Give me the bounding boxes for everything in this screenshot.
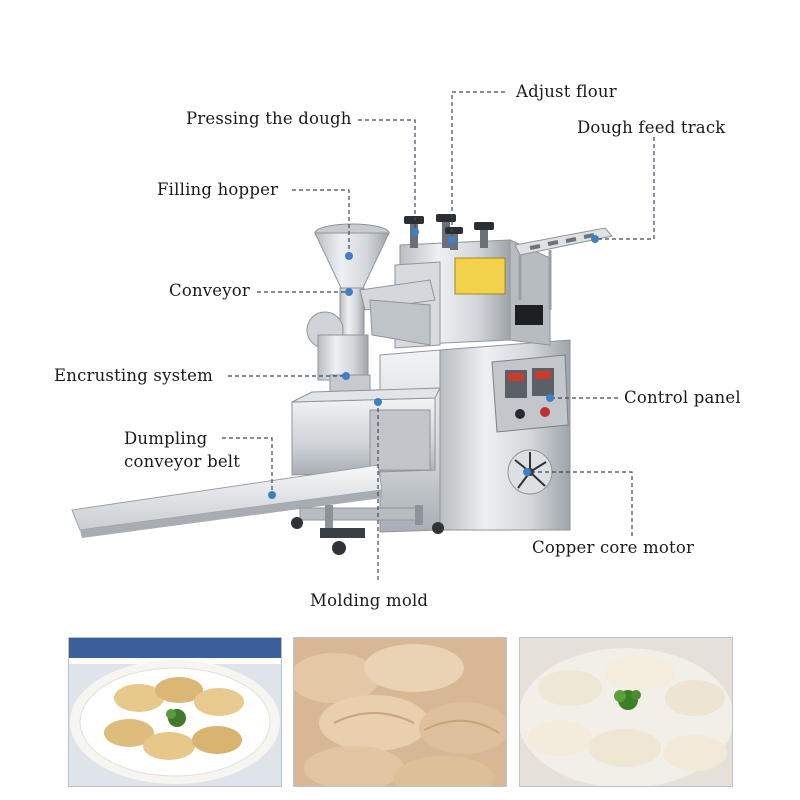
label-encrusting-system: Encrusting system bbox=[54, 366, 213, 385]
label-conveyor: Conveyor bbox=[169, 281, 251, 300]
dot-pressing-dough bbox=[411, 228, 419, 236]
leader-filling-hopper bbox=[292, 189, 350, 252]
leader-adjust-flour bbox=[451, 91, 505, 237]
machine-base bbox=[291, 505, 444, 555]
dot-molding-mold bbox=[374, 398, 382, 406]
dot-control-panel bbox=[546, 394, 554, 402]
label-dumpling-line-2: conveyor belt bbox=[124, 452, 241, 471]
dot-filling-hopper bbox=[345, 252, 353, 260]
dough-feed-track bbox=[514, 227, 613, 310]
dumpling-conveyor-belt-illustration bbox=[71, 464, 383, 538]
label-adjust-flour: Adjust flour bbox=[516, 82, 617, 101]
marker-dots bbox=[268, 228, 599, 499]
machine-illustration bbox=[71, 91, 655, 580]
display-window bbox=[515, 305, 543, 325]
label-dumpling-line-1: Dumpling bbox=[124, 429, 208, 448]
dot-dough-feed-track bbox=[591, 235, 599, 243]
leader-pressing-dough bbox=[358, 119, 416, 228]
leader-copper-motor bbox=[530, 471, 633, 536]
photo-plate-dumplings bbox=[68, 637, 282, 787]
photo-boiled-dumplings bbox=[519, 637, 733, 787]
label-copper-core-motor: Copper core motor bbox=[532, 538, 695, 557]
dot-dumpling-belt bbox=[268, 491, 276, 499]
dot-copper-motor bbox=[523, 468, 531, 476]
conveyor-chute bbox=[369, 299, 431, 346]
label-filling-hopper: Filling hopper bbox=[157, 180, 279, 199]
label-molding-mold: Molding mold bbox=[310, 591, 429, 610]
leader-lines bbox=[222, 91, 655, 580]
control-panel-illustration bbox=[491, 354, 569, 433]
label-pressing-the-dough: Pressing the dough bbox=[186, 109, 352, 128]
photo-raw-dumplings bbox=[293, 637, 507, 787]
dot-conveyor bbox=[345, 288, 353, 296]
label-control-panel: Control panel bbox=[624, 388, 741, 407]
dot-adjust-flour bbox=[448, 236, 456, 244]
leader-dough-feed-track bbox=[598, 137, 655, 240]
molding-section bbox=[291, 387, 441, 476]
leader-dumpling-belt bbox=[222, 437, 273, 492]
warning-sticker bbox=[454, 257, 506, 295]
label-dough-feed-track: Dough feed track bbox=[577, 118, 726, 137]
dot-encrusting-system bbox=[342, 372, 350, 380]
